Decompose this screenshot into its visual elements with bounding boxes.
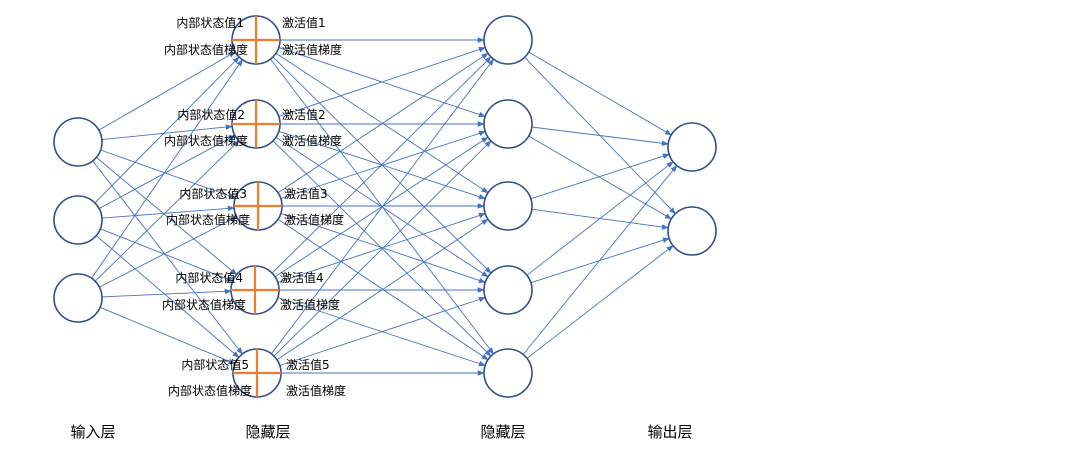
internal-state-label-3: 内部状态值3 [179,186,247,201]
internal-state-label-5: 内部状态值5 [181,357,249,372]
connection-hidden1-3-to-hidden2-1 [277,52,489,194]
connection-input-1-to-hidden1-3 [100,149,237,199]
activation-grad-label-2: 激活值梯度 [282,133,342,148]
output-layer-label: 输出层 [647,423,692,441]
connection-hidden1-5-to-hidden2-2 [273,140,492,357]
connection-hidden1-3-to-hidden2-2 [280,130,486,199]
connection-input-3-to-hidden1-4 [101,288,232,298]
connection-input-3-to-hidden1-2 [94,140,240,282]
connection-hidden2-1-to-output-1 [528,51,672,136]
connection-input-2-to-hidden1-4 [100,228,234,282]
connection-hidden2-4-to-output-1 [526,161,674,276]
input-node-2 [53,195,103,245]
hidden2-node-2 [483,99,533,149]
activation-grad-label-1: 激活值梯度 [282,42,342,57]
activation-label-2: 激活值2 [282,107,326,122]
connection-hidden2-3-to-output-1 [530,153,670,200]
output-node-1 [667,122,717,172]
input-node-1 [53,117,103,167]
connection-hidden2-2-to-output-2 [528,135,672,220]
connection-input-1-to-hidden1-2 [101,124,233,141]
hidden-node-labels: 内部状态值1 内部状态值梯度 激活值1 激活值梯度 内部状态值2 内部状态值梯度… [162,15,346,398]
connections [91,37,678,376]
activation-grad-label-4: 激活值梯度 [280,297,340,312]
activation-label-3: 激活值3 [284,186,328,201]
connection-hidden1-2-to-hidden2-1 [278,46,486,117]
connection-hidden1-1-to-hidden2-3 [275,52,489,194]
connection-input-2-to-hidden1-2 [98,135,236,209]
connection-input-1-to-hidden1-5 [92,160,243,355]
activation-grad-label-3: 激活值梯度 [284,212,344,227]
connection-hidden1-5-to-hidden2-3 [276,218,489,361]
connection-input-2-to-hidden1-3 [101,205,235,219]
input-node-3 [53,273,103,323]
activation-label-4: 激活值4 [280,270,324,285]
activation-label-1: 激活值1 [282,15,326,30]
connection-hidden2-5-to-output-2 [526,245,674,359]
connection-hidden1-5-to-hidden2-4 [279,296,486,366]
internal-grad-label-5: 内部状态值梯度 [168,383,252,398]
connection-hidden1-4-to-hidden2-1 [271,56,492,274]
node-dividers [231,16,282,397]
hidden-layer-1-label: 隐藏层 [245,423,290,441]
output-node-2 [667,206,717,256]
connection-input-3-to-hidden1-3 [99,216,238,288]
activation-label-5: 激活值5 [286,357,330,372]
connection-hidden2-5-to-output-1 [522,165,678,355]
connection-input-2-to-hidden1-5 [95,235,240,358]
internal-grad-label-1: 内部状态值梯度 [164,42,248,57]
nodes [53,15,717,398]
internal-grad-label-4: 内部状态值梯度 [162,297,246,312]
connection-hidden2-2-to-output-1 [531,126,669,146]
hidden2-node-1 [483,15,533,65]
hidden2-node-4 [483,265,533,315]
connection-hidden1-5-to-hidden2-1 [271,58,495,355]
connection-hidden1-4-to-hidden2-3 [277,212,486,283]
input-layer-label: 输入层 [70,423,115,441]
internal-grad-label-3: 内部状态值梯度 [166,212,250,227]
connection-hidden1-4-to-hidden2-2 [274,136,489,278]
activation-grad-label-5: 激活值梯度 [286,383,346,398]
internal-state-label-4: 内部状态值4 [175,270,243,285]
layer-labels: 输入层 隐藏层 隐藏层 输出层 [70,423,692,441]
hidden2-node-5 [483,348,533,398]
hidden-layer-2-label: 隐藏层 [480,423,525,441]
connection-input-1-to-hidden1-1 [98,51,236,131]
hidden2-node-3 [483,181,533,231]
connection-input-1-to-hidden1-4 [96,157,238,276]
connection-input-2-to-hidden1-1 [94,56,240,204]
connection-input-3-to-hidden1-1 [91,59,243,279]
connection-input-3-to-hidden1-5 [99,306,236,365]
internal-grad-label-2: 内部状态值梯度 [164,133,248,148]
internal-state-label-2: 内部状态值2 [177,107,245,122]
internal-state-label-1: 内部状态值1 [176,15,244,30]
